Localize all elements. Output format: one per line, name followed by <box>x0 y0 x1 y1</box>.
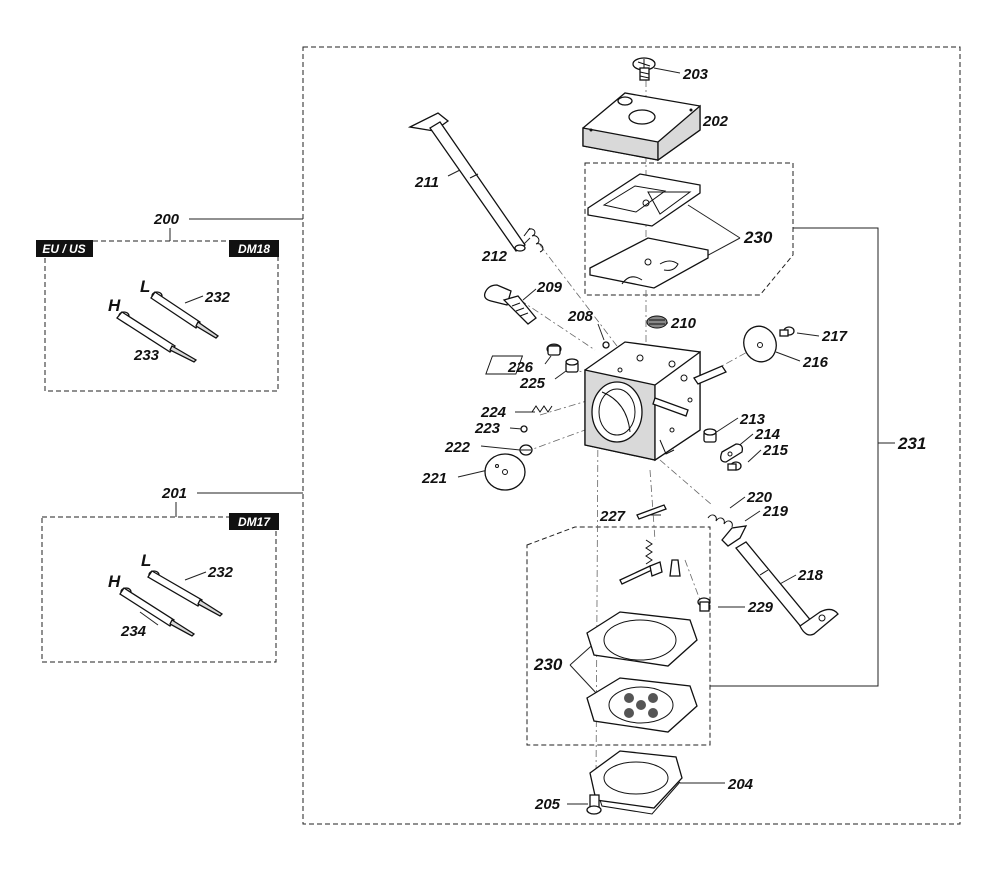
part-202-cover <box>582 92 701 162</box>
part-218-shaft <box>735 541 839 636</box>
kit1-label-232: 232 <box>204 289 231 306</box>
part-208-ball <box>602 341 610 349</box>
part-210-filter-screen <box>646 315 668 329</box>
tag-dm18: DM18 <box>229 240 279 257</box>
part-215-screw <box>727 461 742 471</box>
part-227-pin <box>636 504 667 520</box>
part-213-bushing <box>703 428 717 443</box>
part-lower-needle-spring <box>619 539 681 585</box>
label-217: 217 <box>821 328 848 345</box>
part-labels: 200 201 202 203 204 205 208 209 210 211 … <box>108 66 926 813</box>
kit2-label-l: L <box>141 551 151 570</box>
part-230-lower-gaskets <box>586 611 698 733</box>
part-219-lever <box>721 525 748 547</box>
label-201: 201 <box>161 485 187 502</box>
part-205-screw <box>586 794 602 815</box>
label-212: 212 <box>481 248 508 265</box>
part-209-inlet-fitting <box>483 284 537 325</box>
label-230-bottom: 230 <box>533 655 563 674</box>
kit2-label-234: 234 <box>120 623 147 640</box>
label-202: 202 <box>702 113 729 130</box>
main-assembly-frame <box>302 46 961 825</box>
label-208: 208 <box>567 308 594 325</box>
part-214-lever <box>720 443 744 463</box>
part-212-spring <box>523 227 544 253</box>
label-216: 216 <box>802 354 829 371</box>
part-226-plug <box>546 343 562 356</box>
part-230-upper-gaskets <box>587 173 709 289</box>
svg-text:EU / US: EU / US <box>42 242 85 256</box>
part-225-bushing <box>565 358 579 373</box>
label-218: 218 <box>797 567 824 584</box>
kit1-label-h: H <box>108 296 121 315</box>
leader-lines <box>139 67 895 805</box>
label-211: 211 <box>414 174 439 191</box>
svg-text:DM17: DM17 <box>238 515 271 529</box>
label-224: 224 <box>480 404 507 421</box>
part-224-spring <box>531 405 553 413</box>
carburetor-body <box>485 341 727 462</box>
label-223: 223 <box>474 420 501 437</box>
label-231: 231 <box>897 434 926 453</box>
kit-dm18-frame <box>44 240 279 392</box>
part-217-screw <box>779 326 795 337</box>
label-210: 210 <box>670 315 697 332</box>
tag-dm17: DM17 <box>229 513 279 530</box>
kit1-label-l: L <box>140 277 150 296</box>
kit2-label-h: H <box>108 572 121 591</box>
part-221-choke-plate <box>484 453 526 491</box>
label-229: 229 <box>747 599 774 616</box>
kit-dm18-needle-h <box>116 311 198 363</box>
kit2-label-232: 232 <box>207 564 234 581</box>
label-215: 215 <box>762 442 789 459</box>
part-229-screw <box>697 597 711 612</box>
svg-text:DM18: DM18 <box>238 242 270 256</box>
label-222: 222 <box>444 439 471 456</box>
label-219: 219 <box>762 503 789 520</box>
kit-dm17-needle-h <box>119 587 196 637</box>
kit-dm17-needle-l <box>147 570 224 617</box>
part-204-bottom-cover <box>589 750 683 815</box>
label-221: 221 <box>421 470 447 487</box>
part-216-throttle-plate <box>743 325 777 363</box>
label-220: 220 <box>746 489 773 506</box>
label-203: 203 <box>682 66 709 83</box>
label-213: 213 <box>739 411 766 428</box>
part-203-screw <box>632 57 656 81</box>
label-227: 227 <box>599 508 626 525</box>
kit1-label-233: 233 <box>133 347 160 364</box>
label-214: 214 <box>754 426 781 443</box>
kit-dm18-needle-l <box>150 291 220 339</box>
label-205: 205 <box>534 796 561 813</box>
label-204: 204 <box>727 776 754 793</box>
part-222-screw <box>519 444 533 456</box>
label-226: 226 <box>507 359 534 376</box>
label-200: 200 <box>153 211 180 228</box>
part-220-spring <box>707 514 733 528</box>
gasket-group-bottom-frame <box>526 526 711 746</box>
gasket-group-top-frame <box>584 162 794 296</box>
label-230-top: 230 <box>743 228 773 247</box>
kit-dm17-frame <box>41 516 277 663</box>
label-209: 209 <box>536 279 563 296</box>
tag-eu-us: EU / US <box>36 240 93 257</box>
label-225: 225 <box>519 375 546 392</box>
part-211-shaft <box>407 112 526 252</box>
part-223-ball <box>520 425 528 433</box>
